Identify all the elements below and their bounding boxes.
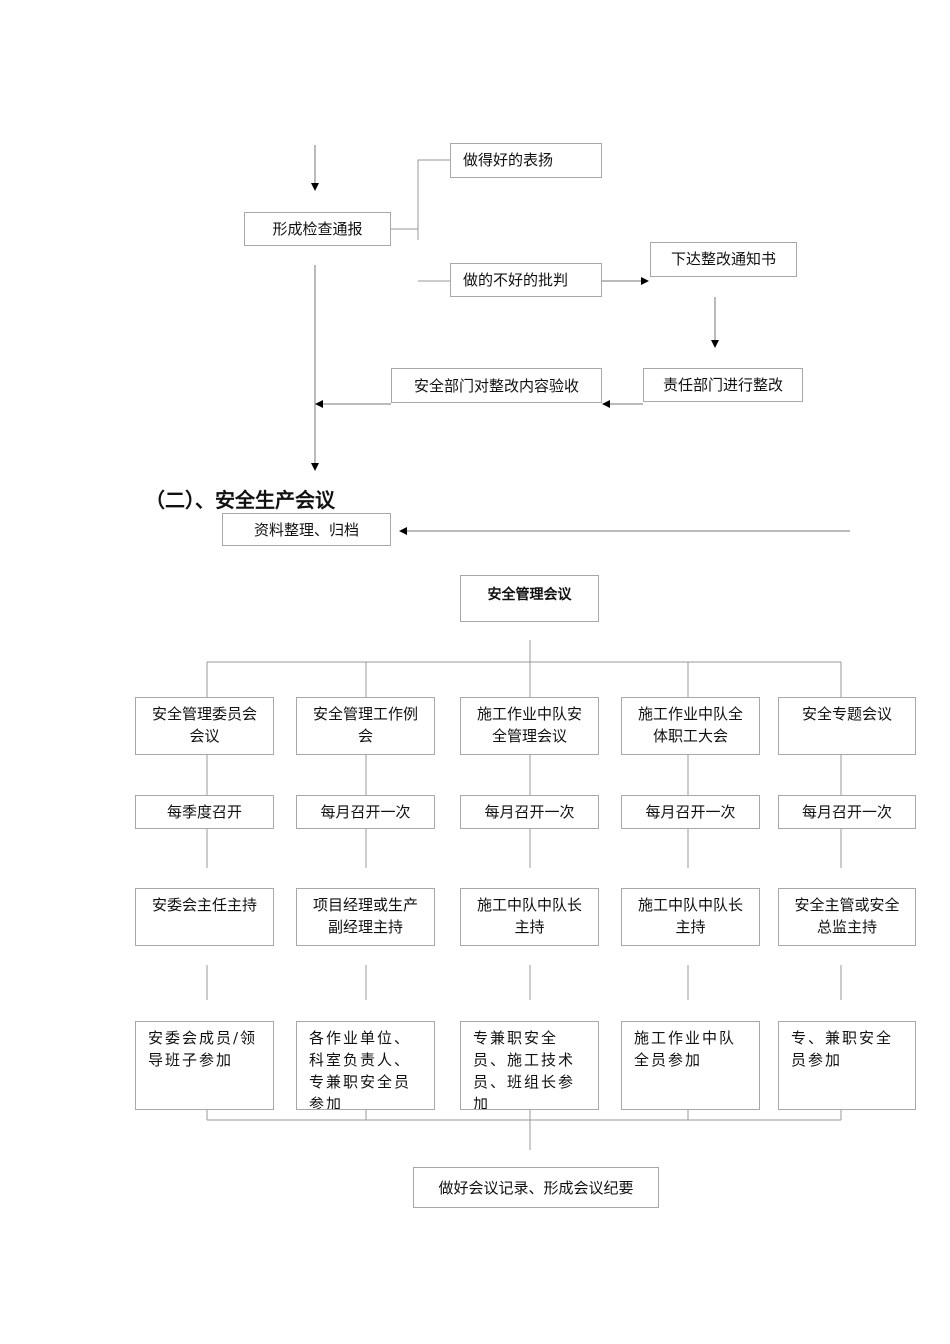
meeting-attend-box: 安委会成员/领导班子参加: [135, 1021, 274, 1110]
meeting-name-box: 安全专题会议: [778, 697, 916, 755]
meeting-freq-box: 每月召开一次: [621, 795, 760, 829]
meeting-attend-box: 施工作业中队全员参加: [621, 1021, 760, 1110]
report-box: 形成检查通报: [244, 212, 391, 246]
praise-box: 做得好的表扬: [450, 143, 602, 178]
root-meeting-box: 安全管理会议: [460, 575, 599, 622]
meeting-freq-box: 每月召开一次: [296, 795, 435, 829]
meeting-freq-box: 每季度召开: [135, 795, 274, 829]
meeting-host-box: 施工中队中队长主持: [621, 888, 760, 946]
meeting-attend-box: 各作业单位、科室负责人、专兼职安全员参加: [296, 1021, 435, 1110]
rectify-box: 责任部门进行整改: [643, 368, 803, 402]
meeting-freq-box: 每月召开一次: [460, 795, 599, 829]
meeting-freq-box: 每月召开一次: [778, 795, 916, 829]
acceptance-box: 安全部门对整改内容验收: [391, 368, 602, 403]
meeting-host-box: 安全主管或安全总监主持: [778, 888, 916, 946]
meeting-attend-box: 专、兼职安全员参加: [778, 1021, 916, 1110]
final-box: 做好会议记录、形成会议纪要: [413, 1167, 659, 1208]
meeting-name-box: 施工作业中队安全管理会议: [460, 697, 599, 755]
meeting-name-box: 安全管理工作例会: [296, 697, 435, 755]
section-heading: （二）、安全生产会议: [145, 488, 335, 512]
meeting-host-box: 项目经理或生产副经理主持: [296, 888, 435, 946]
meeting-host-box: 施工中队中队长主持: [460, 888, 599, 946]
meeting-name-box: 安全管理委员会会议: [135, 697, 274, 755]
archive-box: 资料整理、归档: [222, 513, 391, 546]
meeting-name-box: 施工作业中队全体职工大会: [621, 697, 760, 755]
meeting-host-box: 安委会主任主持: [135, 888, 274, 946]
criticize-box: 做的不好的批判: [450, 263, 602, 297]
notice-box: 下达整改通知书: [650, 242, 797, 277]
meeting-attend-box: 专兼职安全员、施工技术员、班组长参加: [460, 1021, 599, 1110]
